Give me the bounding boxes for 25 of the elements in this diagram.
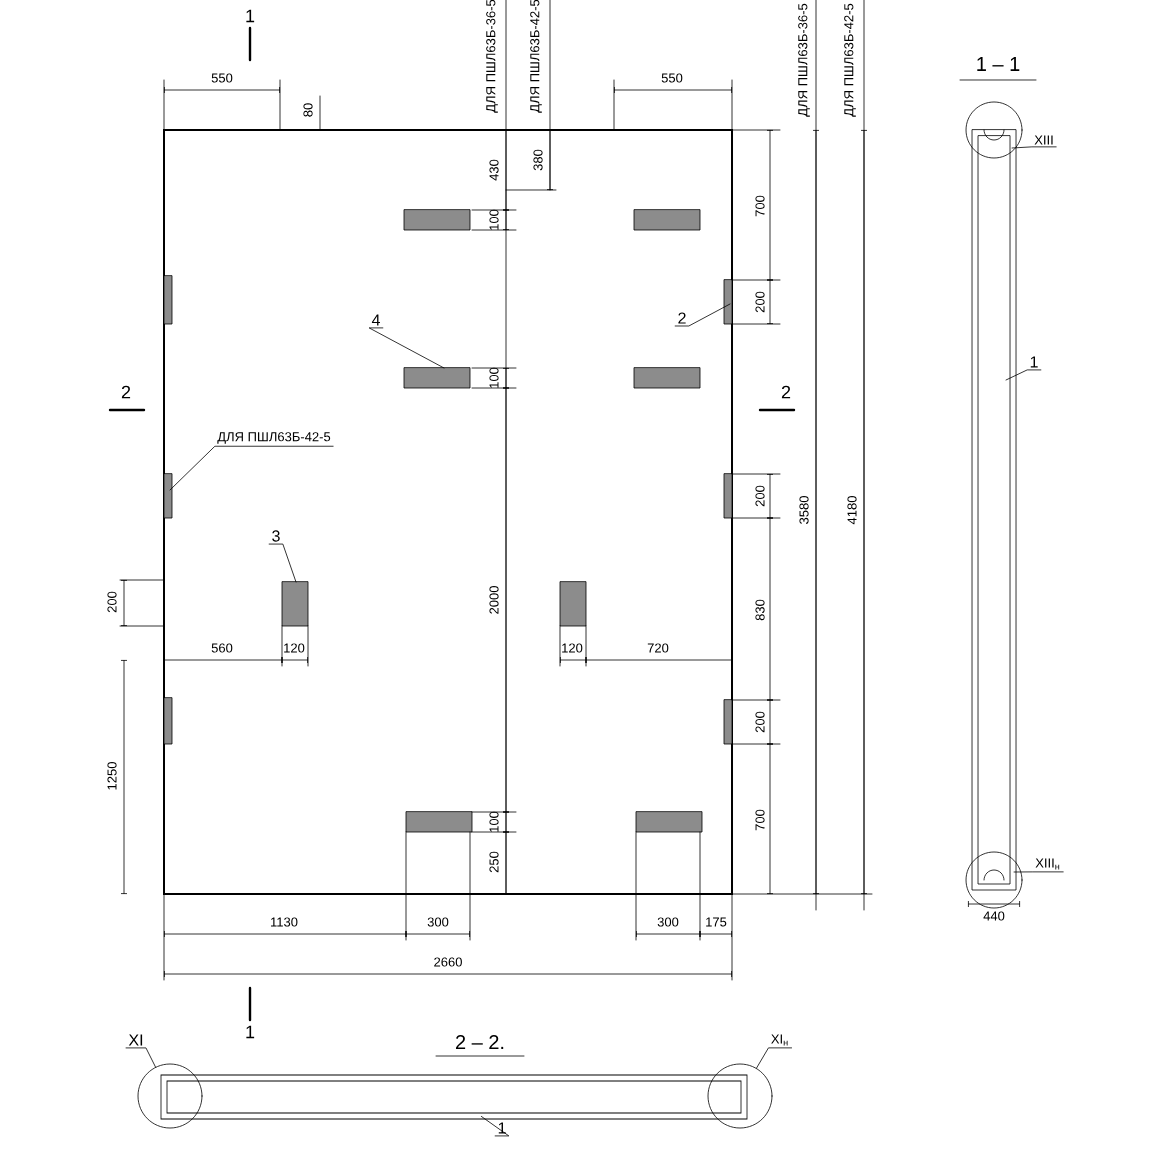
section-mark: 2	[781, 385, 791, 399]
section-mark: 2	[121, 385, 131, 399]
section-mark: 1	[246, 9, 255, 23]
callout-label: 4	[371, 314, 380, 326]
leader-line	[674, 303, 731, 327]
callout-label: 2	[678, 312, 686, 324]
leader-line	[1013, 871, 1064, 873]
leader-line	[756, 1047, 792, 1069]
callout-label: 1	[498, 1122, 506, 1134]
leader-line	[480, 1116, 510, 1137]
leader-line	[368, 327, 445, 369]
leader-line	[1011, 146, 1057, 149]
leader-line	[169, 445, 334, 491]
leader-line	[1005, 369, 1042, 381]
callout-label: 1	[1030, 356, 1038, 368]
callout-label: 3	[272, 530, 280, 542]
detail-circle	[137, 1063, 203, 1129]
panel-section-bar	[160, 1074, 748, 1120]
section-title: 1 – 1	[977, 57, 1020, 71]
leader-line	[125, 1047, 156, 1068]
detail-circle	[707, 1063, 773, 1129]
section-mark: 1	[246, 1025, 255, 1039]
leader-line	[268, 543, 297, 583]
callout-label: XI	[128, 1034, 143, 1046]
section-title: 2 – 2.	[456, 1035, 504, 1049]
